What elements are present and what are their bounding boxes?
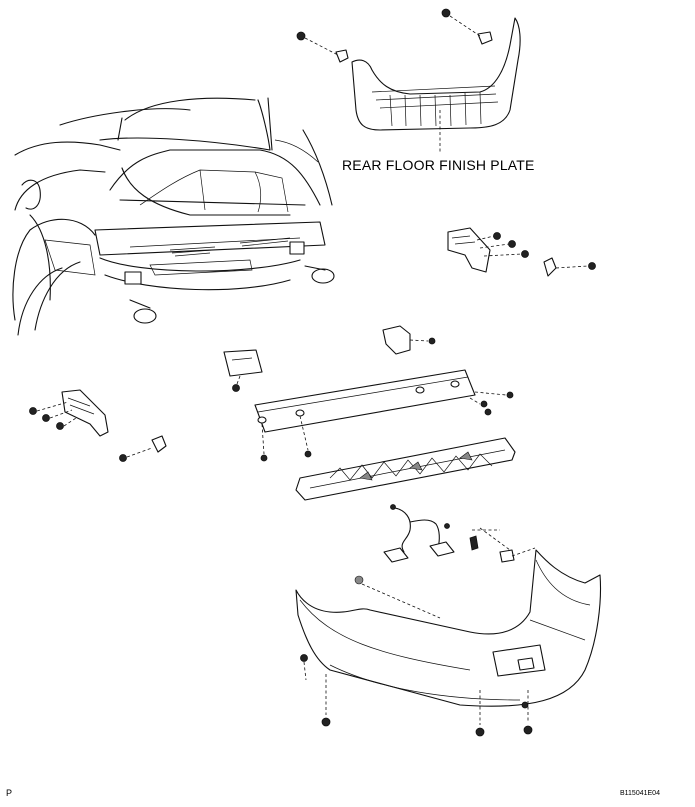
rear-bumper-cover (295, 527, 602, 737)
corner-mark: P (6, 788, 13, 798)
rear-bumper-energy-absorber (295, 437, 516, 501)
center-bracket (223, 349, 263, 392)
rear-floor-finish-plate (296, 8, 521, 152)
lh-bumper-retainer (29, 389, 167, 462)
license-lamp-assembly (383, 504, 500, 563)
vehicle-rear-view (12, 97, 335, 336)
figure-code: B115041E04 (620, 790, 660, 797)
rh-bumper-retainer (447, 227, 596, 277)
rear-bumper-reinforcement (254, 369, 514, 462)
bumper-upper-bracket (382, 325, 436, 355)
rear-floor-finish-plate-label: REAR FLOOR FINISH PLATE (342, 157, 535, 173)
